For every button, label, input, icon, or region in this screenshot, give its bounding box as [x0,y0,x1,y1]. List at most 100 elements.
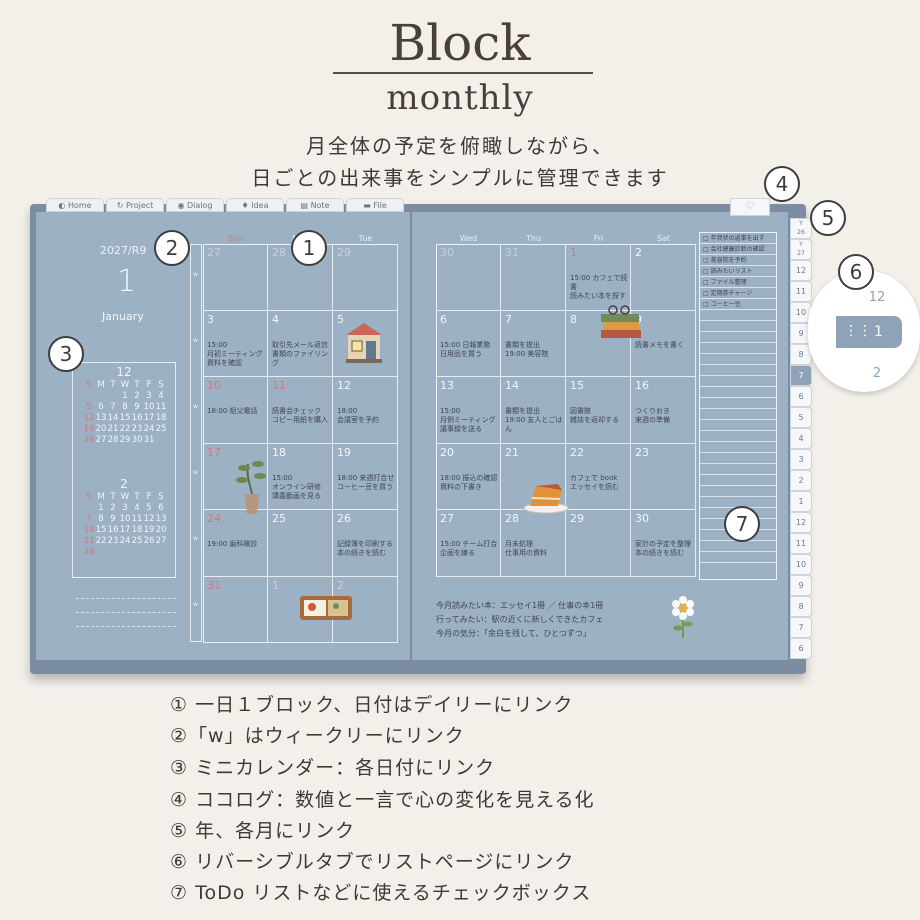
tab-dialog[interactable]: ◉ Dialog [166,198,224,212]
mini-date[interactable]: 1 [98,502,104,513]
mini-date[interactable]: 13 [95,412,107,423]
mini-date[interactable]: 19 [83,423,95,434]
mini-date[interactable]: 9 [110,513,116,524]
mini-date[interactable]: 21 [83,535,95,546]
mag-tab-bottom[interactable]: 2 [872,366,882,381]
week-link[interactable]: w [193,337,198,344]
month-tab[interactable]: 7 [790,617,812,638]
mini-date[interactable]: 31 [143,434,155,445]
mini-date[interactable]: 16 [131,412,143,423]
mini-date[interactable]: 11 [131,513,143,524]
mini-date[interactable]: 2 [110,502,116,513]
mini-date[interactable]: 23 [107,535,119,546]
mini-date[interactable]: 5 [86,401,92,412]
day-cell[interactable]: 31 [203,576,268,643]
month-tab[interactable]: 3 [790,449,812,470]
mini-date[interactable]: 24 [119,535,131,546]
todo-row[interactable] [700,420,776,431]
day-cell[interactable]: 5 [333,310,398,377]
day-cell[interactable]: 30 [436,244,501,311]
mini-date[interactable]: 22 [95,535,107,546]
mini-date[interactable]: 7 [86,513,92,524]
mini-date[interactable]: 17 [143,412,155,423]
tab-project[interactable]: ↻ Project [106,198,164,212]
todo-row[interactable]: □ 美容院を予約 [700,255,776,266]
month-tab[interactable]: 9 [790,575,812,596]
mini-date[interactable]: 27 [95,434,107,445]
month-tab[interactable]: 6 [790,638,812,659]
mini-date[interactable]: 7 [110,401,116,412]
mini-date[interactable]: 26 [83,434,95,445]
mini-date[interactable]: 25 [155,423,167,434]
todo-row[interactable] [700,332,776,343]
month-tab[interactable]: 5 [790,407,812,428]
todo-row[interactable] [700,398,776,409]
month-tab[interactable]: 12 [790,512,812,533]
mini-date[interactable]: 28 [83,546,95,557]
mini-date[interactable]: 8 [98,513,104,524]
mini-date[interactable]: 24 [143,423,155,434]
todo-row[interactable] [700,376,776,387]
day-cell[interactable]: 29 [333,244,398,311]
mini-date[interactable]: 27 [155,535,167,546]
day-cell[interactable]: 8 [566,310,631,377]
todo-row[interactable]: □ 読みたいリスト [700,266,776,277]
month-tab[interactable]: 10 [790,554,812,575]
todo-row[interactable] [700,464,776,475]
todo-row[interactable] [700,321,776,332]
tab-idea[interactable]: ♦ Idea [226,198,284,212]
mini-date[interactable]: 10 [143,401,155,412]
mini-date[interactable]: 5 [146,502,152,513]
mini-date[interactable]: 26 [143,535,155,546]
todo-row[interactable] [700,475,776,486]
week-link[interactable]: w [193,469,198,476]
week-link[interactable]: w [193,535,198,542]
mini-date[interactable]: 18 [131,524,143,535]
mini-date[interactable]: 6 [158,502,164,513]
todo-row[interactable] [700,541,776,552]
month-tab[interactable]: 7 [790,365,812,386]
mini-date[interactable]: 23 [131,423,143,434]
todo-row[interactable]: □ 定期券チャージ [700,288,776,299]
month-tab[interactable]: 6 [790,386,812,407]
mag-tab-active[interactable]: ⋮⋮ 1 [836,316,902,348]
mini-date[interactable]: 22 [119,423,131,434]
year-label[interactable]: 2027/R9 [100,244,147,257]
todo-row[interactable]: □ 年賀状の返事を出す [700,233,776,244]
mini-date[interactable]: 8 [122,401,128,412]
todo-row[interactable] [700,310,776,321]
mag-tab-top[interactable]: 12 [868,290,886,305]
day-cell[interactable]: 2 [631,244,696,311]
todo-row[interactable] [700,552,776,563]
mini-date[interactable]: 25 [131,535,143,546]
mini-date[interactable]: 3 [146,390,152,401]
tab-note[interactable]: ▤ Note [286,198,344,212]
month-tab[interactable]: 11 [790,281,812,302]
mini-date[interactable]: 15 [119,412,131,423]
mini-date[interactable]: 15 [95,524,107,535]
mini-date[interactable]: 19 [143,524,155,535]
todo-row[interactable]: □ コーヒー豆 [700,299,776,310]
month-tab[interactable]: 12 [790,260,812,281]
mini-date[interactable]: 4 [158,390,164,401]
mini-date[interactable]: 20 [95,423,107,434]
mini-date[interactable]: 14 [107,412,119,423]
month-tab[interactable]: 1 [790,491,812,512]
todo-row[interactable]: □ ファイル整理 [700,277,776,288]
todo-row[interactable] [700,354,776,365]
day-cell[interactable]: 2 [333,576,398,643]
